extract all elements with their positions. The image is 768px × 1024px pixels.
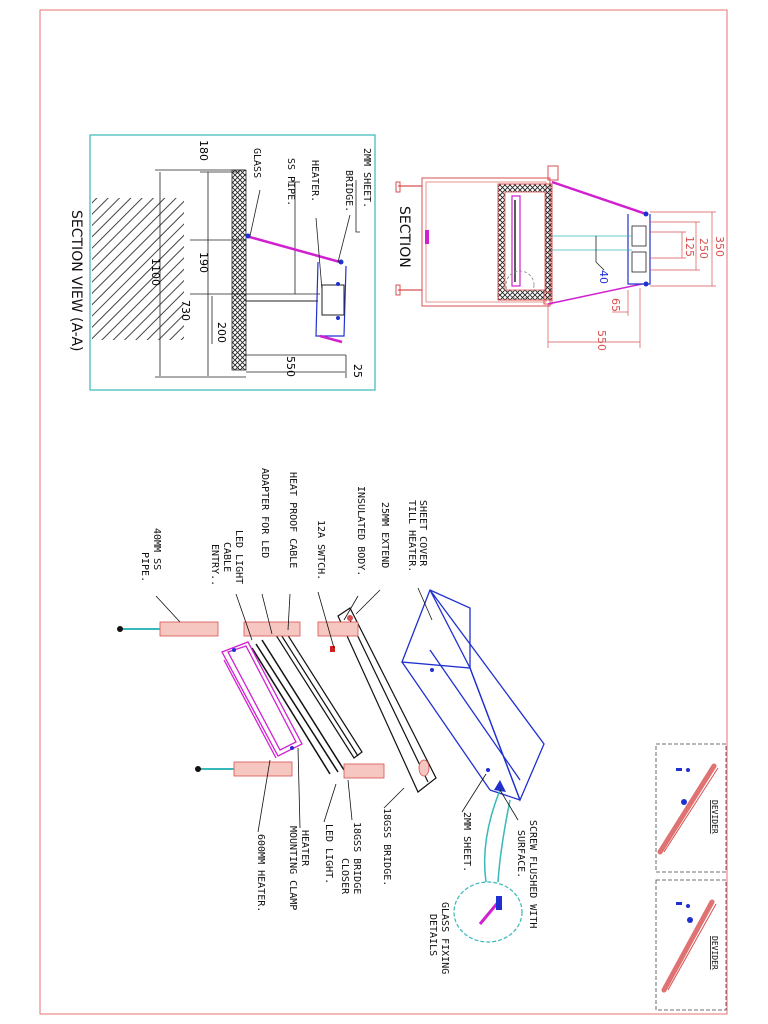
sheet-border bbox=[39, 9, 728, 1015]
section-drawing: SECTION 350 250 125 40 65 550 bbox=[395, 165, 726, 351]
sheet-cover-part bbox=[401, 589, 545, 802]
label-18gss-closer-1: 18GSS BRIDGE bbox=[351, 822, 362, 894]
exploded-view: SHEET COVER TILL HEATER. 25MM EXTEND INS… bbox=[117, 468, 545, 974]
label-led-light: LED LIGHT. bbox=[323, 824, 334, 884]
label-18gss-bridge: 18GSS BRIDGE. bbox=[381, 808, 392, 886]
dim-550-section: 550 bbox=[595, 330, 608, 351]
label-surface: SURFACE. bbox=[515, 830, 526, 878]
label-led-cable-entry-1: LED LIGHT bbox=[233, 530, 244, 584]
label-pipe: PIPE. bbox=[139, 552, 150, 582]
dim-40: 40 bbox=[597, 270, 610, 284]
label-heat-proof-cable: HEAT PROOF CABLE bbox=[287, 472, 298, 568]
divider-label-2: DEVIDER bbox=[710, 936, 719, 970]
divider-detail-1: DEVIDER bbox=[655, 743, 727, 873]
label-insulated-body: INSULATED BODY. bbox=[355, 486, 366, 576]
label-glass: GLASS bbox=[251, 148, 262, 178]
label-ss-pipe: SS PIPE. bbox=[285, 158, 296, 206]
dim-1100: 1100 bbox=[149, 258, 162, 286]
dim-65: 65 bbox=[609, 298, 622, 312]
section-view-title: SECTION VIEW (A-A) bbox=[68, 210, 84, 352]
section-title: SECTION bbox=[396, 206, 412, 268]
dim-550: 550 bbox=[284, 356, 297, 377]
dim-125: 125 bbox=[683, 236, 696, 257]
label-40mm-ss: 40MM SS bbox=[151, 528, 162, 570]
label-till-heater: TILL HEATER. bbox=[406, 500, 417, 572]
label-18gss-closer-2: CLOSER bbox=[339, 858, 350, 895]
label-adapter-for-led: ADAPTER FOR LED bbox=[259, 468, 270, 558]
section-view-a-a: 2MM SHEET. BRIDGE. GLASS HEATER. SS PIPE… bbox=[68, 134, 376, 391]
label-bridge: BRIDGE. bbox=[343, 170, 354, 212]
glass-fixing-detail bbox=[453, 780, 523, 943]
label-led-cable-entry-3: ENTRY.. bbox=[209, 544, 220, 586]
label-2mm-sheet: 2MM SHEET. bbox=[361, 148, 372, 208]
label-led-cable-entry-2: CABLE bbox=[221, 542, 232, 572]
dim-180: 180 bbox=[197, 140, 210, 161]
bridge-part bbox=[337, 607, 437, 793]
dim-25: 25 bbox=[351, 364, 364, 378]
label-heater: HEATER. bbox=[309, 160, 320, 202]
label-details: DETAILS bbox=[427, 914, 438, 956]
heater-part bbox=[221, 641, 303, 759]
dim-350: 350 bbox=[713, 236, 726, 257]
counter-slab bbox=[92, 198, 184, 340]
label-12a-switch: 12A SWTCH. bbox=[315, 520, 326, 580]
label-600mm-heater: 600MM HEATER. bbox=[255, 834, 266, 912]
divider-label-1: DEVIDER bbox=[710, 800, 719, 834]
label-glass-fixing: GLASS FIXING bbox=[439, 902, 450, 974]
wall-strip bbox=[231, 169, 247, 371]
label-2mm-sheet-exploded: 2MM SHEET. bbox=[461, 812, 472, 872]
dim-250: 250 bbox=[697, 238, 710, 259]
section-view-frame bbox=[89, 134, 376, 391]
label-25mm-extend: 25MM EXTEND bbox=[379, 502, 390, 568]
dim-200: 200 bbox=[215, 322, 228, 343]
divider-detail-2: DEVIDER bbox=[655, 879, 727, 1011]
dim-730: 730 bbox=[179, 300, 192, 321]
label-screw-flushed: SCREW FLUSHED WITH bbox=[527, 820, 538, 928]
label-heater-clamp-1: HEATER bbox=[299, 830, 310, 867]
label-heater-clamp-2: MOUNTING CLAMP bbox=[287, 826, 298, 910]
dim-190: 190 bbox=[197, 252, 210, 273]
label-sheet-cover: SHEET COVER bbox=[417, 500, 428, 567]
led-light-part bbox=[251, 639, 345, 775]
pipes bbox=[117, 621, 430, 779]
